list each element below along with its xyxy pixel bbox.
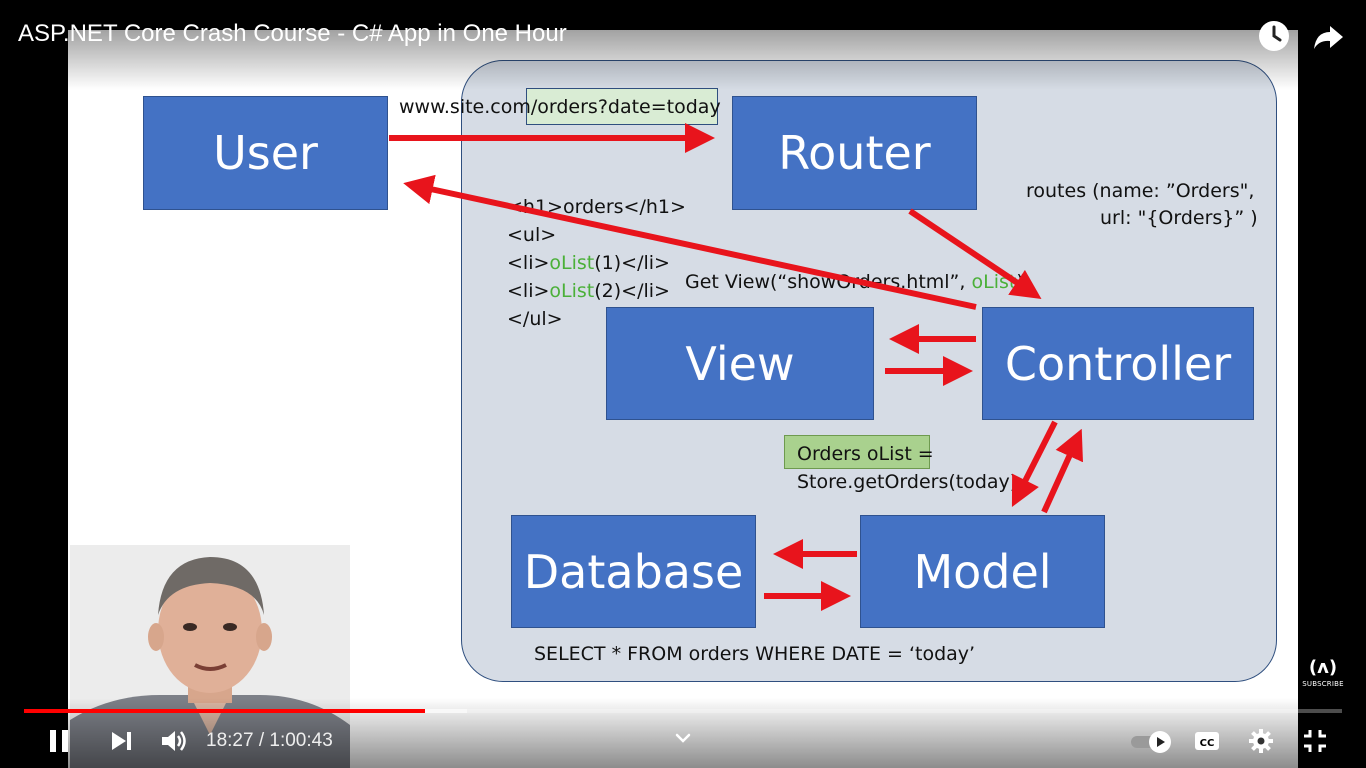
get-view-prefix: Get View(“showOrders.html”,	[685, 271, 972, 293]
presenter-video	[70, 545, 350, 768]
li2-var: oList	[549, 280, 595, 302]
li2-close: (2)</li>	[594, 280, 670, 302]
router-box-label: Router	[778, 126, 931, 180]
html-line-h1: <h1>orders</h1>	[507, 196, 686, 218]
controller-box: Controller	[982, 307, 1254, 420]
url-path: /orders?date=today	[530, 96, 721, 118]
progress-bar[interactable]	[24, 709, 1342, 713]
li2-open: <li>	[507, 280, 550, 302]
get-view-text: Get View(“showOrders.html”, oList)	[685, 271, 1024, 293]
gear-icon[interactable]	[1246, 726, 1276, 756]
html-line-ul-open: <ul>	[507, 224, 557, 246]
url-text: www.site.com/orders?date=today	[399, 96, 721, 118]
url-prefix: www.site.com	[399, 96, 531, 118]
get-view-suffix: )	[1016, 271, 1024, 293]
fullscreen-icon[interactable]	[1300, 726, 1330, 756]
clock-icon[interactable]	[1256, 18, 1292, 54]
controller-box-label: Controller	[1004, 336, 1232, 391]
volume-icon[interactable]	[158, 726, 188, 756]
chevron-down-icon[interactable]	[668, 724, 698, 754]
top-gradient	[0, 0, 1366, 90]
database-box-label: Database	[523, 544, 744, 599]
watermark-subscribe: SUBSCRIBE	[1302, 680, 1344, 688]
get-view-var: oList	[971, 271, 1017, 293]
user-box-label: User	[213, 126, 318, 180]
autoplay-toggle-icon[interactable]	[1128, 726, 1176, 756]
next-icon[interactable]	[106, 726, 136, 756]
model-box: Model	[860, 515, 1105, 628]
current-time: 18:27	[206, 730, 254, 751]
li1-close: (1)</li>	[594, 252, 670, 274]
routes-text-line1: routes (name: ”Orders",	[1026, 180, 1255, 202]
duration: 1:00:43	[269, 730, 333, 751]
svg-text:CC: CC	[1200, 738, 1215, 749]
routes-text-line2: url: "{Orders}” )	[1100, 207, 1258, 229]
cc-icon[interactable]: CC	[1192, 726, 1222, 756]
channel-watermark[interactable]: (ʌ) SUBSCRIBE	[1302, 656, 1344, 698]
router-box: Router	[732, 96, 977, 210]
html-line-li2: <li>oList(2)</li>	[507, 280, 670, 302]
share-icon[interactable]	[1310, 18, 1346, 54]
model-box-label: Model	[913, 544, 1052, 599]
view-box-label: View	[685, 336, 795, 391]
orders-olist-highlight	[784, 435, 930, 469]
li1-open: <li>	[507, 252, 550, 274]
html-line-ul-close: </ul>	[507, 308, 563, 330]
orders-olist-text: Orders oList =	[797, 443, 934, 465]
user-box: User	[143, 96, 388, 210]
time-separator: /	[253, 730, 270, 751]
watermark-logo: (ʌ)	[1308, 657, 1338, 678]
url-path-highlight	[526, 88, 718, 125]
sql-text: SELECT * FROM orders WHERE DATE = ‘today…	[534, 643, 976, 665]
database-box: Database	[511, 515, 756, 628]
video-title[interactable]: ASP.NET Core Crash Course - C# App in On…	[18, 20, 567, 47]
progress-played	[24, 709, 425, 713]
pause-icon[interactable]	[44, 726, 74, 756]
store-call-text: Store.getOrders(today)	[797, 471, 1018, 493]
html-line-li1: <li>oList(1)</li>	[507, 252, 670, 274]
time-display: 18:27 / 1:00:43	[206, 730, 333, 752]
li1-var: oList	[549, 252, 595, 274]
view-box: View	[606, 307, 874, 420]
